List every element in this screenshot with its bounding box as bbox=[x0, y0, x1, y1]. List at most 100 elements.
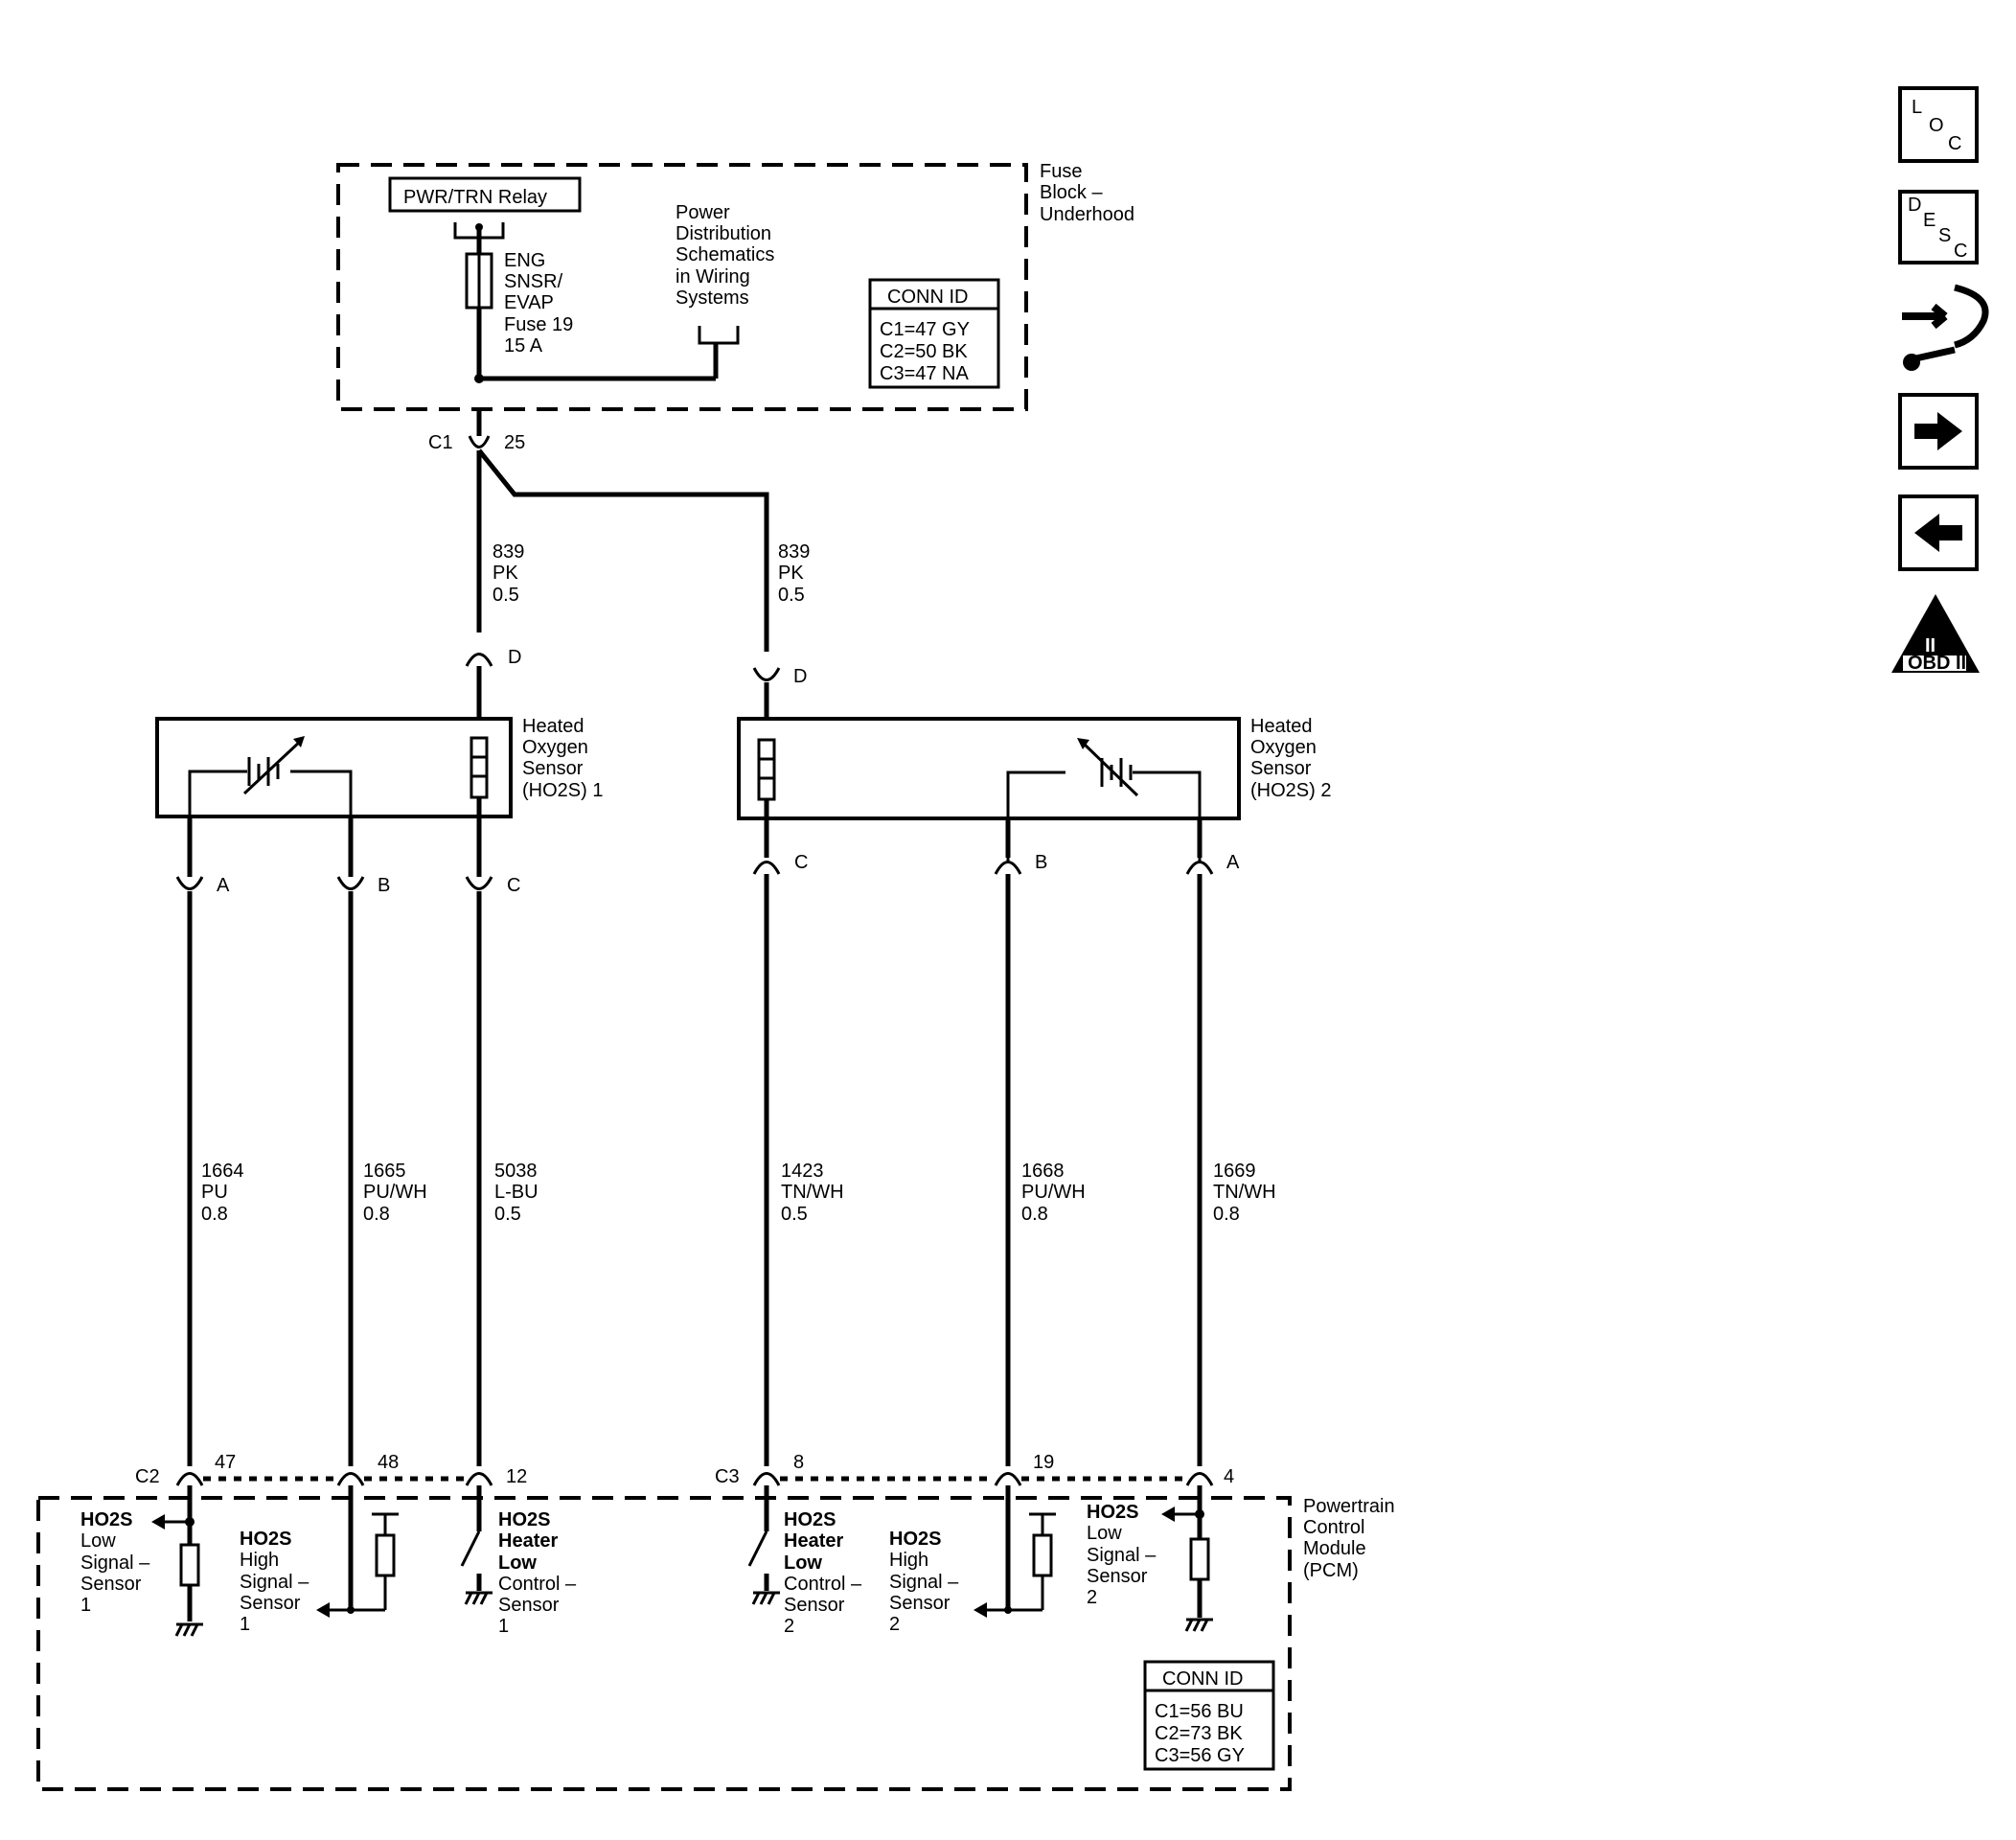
power-distribution-note: Power Distribution Schematics in Wiring … bbox=[676, 202, 780, 309]
pcm-circuit-high-signal-sensor-1: HO2S High Signal – Sensor 1 bbox=[240, 1485, 399, 1635]
sensor-2-pin-b: B bbox=[1035, 852, 1047, 873]
heated-oxygen-sensor-2: Heated Oxygen Sensor (HO2S) 2 C B A bbox=[737, 716, 1331, 875]
sensor-1-pin-c-connector bbox=[465, 876, 493, 890]
wire-label-1669: 1669 TN/WH 0.8 bbox=[1213, 1161, 1281, 1225]
svg-text:C: C bbox=[1954, 241, 1967, 262]
svg-text:D: D bbox=[1908, 195, 1921, 216]
pcm-boundary bbox=[36, 1496, 1292, 1791]
feed-wire-1: 839 PK 0.5 D bbox=[465, 541, 530, 719]
svg-text:S: S bbox=[1938, 225, 1951, 246]
ground-icon bbox=[1184, 1618, 1213, 1632]
nav-toolbar: L O C D E S C II OBD II bbox=[1891, 86, 1989, 674]
sensor-2-pin-b-connector bbox=[994, 861, 1022, 875]
pcm-connector-c2: C2 bbox=[135, 1466, 160, 1487]
wire-label-1423: 1423 TN/WH 0.5 bbox=[781, 1161, 849, 1225]
svg-text:C: C bbox=[1948, 133, 1961, 154]
svg-text:HO2S: HO2S bbox=[1087, 1502, 1138, 1523]
pcm-pin-19: 19 bbox=[1033, 1452, 1054, 1473]
relay-label: PWR/TRN Relay bbox=[403, 187, 547, 208]
pcm-connector-c3: C3 bbox=[715, 1466, 740, 1487]
pcm-signal-arrow-icon bbox=[1161, 1506, 1175, 1522]
sensor-1-label: Heated Oxygen Sensor (HO2S) 1 bbox=[522, 716, 603, 801]
sensor-1-pin-a-connector bbox=[175, 876, 204, 890]
pcm-conn-id-table bbox=[1143, 1660, 1275, 1771]
svg-text:HO2S Heater Lo: HO2S Heater Low bbox=[784, 1509, 849, 1574]
fuse-block-conn-id-header: CONN ID bbox=[887, 287, 968, 308]
pcm-resistor-icon bbox=[1032, 1533, 1053, 1577]
sensor-2-pin-d: D bbox=[793, 666, 807, 687]
sensor-2-label: Heated Oxygen Sensor (HO2S) 2 bbox=[1250, 716, 1331, 801]
feed-wire-color: PK bbox=[493, 563, 518, 584]
fuse-block-conn-id-table bbox=[868, 278, 1000, 389]
pcm-switch-icon bbox=[747, 1530, 768, 1567]
svg-text:Control – Sensor: Control – Sensor 1 bbox=[498, 1574, 582, 1637]
feed-wire-circuit: 839 bbox=[778, 541, 810, 563]
fuse-block-title: Fuse Block – Underhood bbox=[1040, 161, 1134, 225]
wire-label-1665: 1665 PU/WH 0.8 bbox=[363, 1161, 432, 1225]
sensor-2-box bbox=[737, 717, 1241, 820]
svg-text:II: II bbox=[1925, 635, 1936, 656]
wire-label-1668: 1668 PU/WH 0.8 bbox=[1021, 1161, 1090, 1225]
svg-text:Low Signal – S: Low Signal – Sensor 2 bbox=[1087, 1523, 1161, 1608]
sensor-1-pin-b-connector bbox=[336, 876, 365, 890]
sensor-1-pin-d: D bbox=[508, 647, 521, 668]
sensor-1-pin-d-connector bbox=[465, 653, 493, 667]
pcm-pin-48: 48 bbox=[378, 1452, 399, 1473]
sensor-2-variable-cell-icon bbox=[1077, 738, 1139, 797]
sensor-2-pin-c-connector bbox=[752, 861, 781, 875]
pcm-pin-8: 8 bbox=[793, 1452, 804, 1473]
pcm-circuit-heater-control-sensor-1: HO2S Heater Low Control – Sensor 1 bbox=[460, 1485, 582, 1637]
sensor-2-pin-c: C bbox=[794, 852, 808, 873]
pcm-circuit-low-signal-sensor-1: HO2S Low Signal – Sensor 1 bbox=[80, 1485, 203, 1637]
svg-text:839 PK 0.5: 839 PK 0.5 bbox=[493, 541, 530, 606]
connector-repair-icon[interactable] bbox=[1902, 284, 1989, 371]
pcm-signal-arrow-icon bbox=[316, 1602, 330, 1618]
pcm-signal-arrow-icon bbox=[151, 1514, 165, 1530]
feed-wire-circuit: 839 bbox=[493, 541, 524, 563]
ground-icon bbox=[464, 1591, 493, 1605]
description-icon[interactable]: D E S C bbox=[1898, 190, 1979, 264]
svg-text:OBD II: OBD II bbox=[1908, 653, 1966, 674]
pcm-pin-47-connector bbox=[175, 1472, 204, 1486]
pcm-conn-id-header: CONN ID bbox=[1162, 1668, 1243, 1690]
pcm-circuit-low-signal-sensor-2: HO2S Low Signal – Sensor 2 bbox=[1087, 1485, 1213, 1632]
powertrain-control-module: Powertrain Control Module (PCM) HO2S bbox=[36, 1485, 1400, 1791]
svg-text:HO2S: HO2S bbox=[80, 1509, 132, 1530]
sensor-1-pin-a: A bbox=[217, 875, 230, 896]
signal-wire-runs bbox=[187, 874, 1203, 1466]
ground-icon bbox=[174, 1622, 203, 1637]
location-icon[interactable]: L O C bbox=[1898, 86, 1979, 163]
svg-text:L: L bbox=[1912, 97, 1922, 118]
pcm-pin-12-connector bbox=[465, 1472, 493, 1486]
branch-wire-sensor-2 bbox=[477, 448, 769, 652]
feed-wire-gauge: 0.5 bbox=[493, 585, 519, 606]
relay-box bbox=[388, 176, 582, 213]
pcm-signal-arrow-icon bbox=[974, 1602, 987, 1618]
power-distribution-connector bbox=[698, 326, 740, 345]
svg-text:High Signal –: High Signal – Sensor 1 bbox=[240, 1550, 314, 1635]
pcm-pin-48-connector bbox=[336, 1472, 365, 1486]
splice-c1: C1 25 bbox=[428, 409, 769, 652]
wire-label-5038: 5038 L-BU 0.5 bbox=[494, 1161, 543, 1225]
pcm-circuit-high-signal-sensor-2: HO2S High Signal – Sensor 2 bbox=[889, 1485, 1056, 1635]
sensor-2-pin-d-connector bbox=[752, 667, 781, 681]
obd-ii-icon[interactable]: II OBD II bbox=[1891, 594, 1980, 674]
feed-wire-gauge: 0.5 bbox=[778, 585, 805, 606]
splice-pin-label: 25 bbox=[504, 432, 525, 453]
next-arrow-icon[interactable] bbox=[1898, 393, 1979, 470]
sensor-1-variable-cell-icon bbox=[242, 736, 305, 795]
pcm-connectors: C2 C3 47 48 12 8 19 4 bbox=[135, 1452, 1234, 1487]
pcm-resistor-icon bbox=[179, 1543, 200, 1587]
fuse-block-underhood: PWR/TRN Relay ENG SNSR/ EVAP Fuse 19 15 … bbox=[336, 161, 1134, 411]
feed-wire-color: PK bbox=[778, 563, 804, 584]
svg-text:E: E bbox=[1923, 210, 1936, 231]
pcm-pin-12: 12 bbox=[506, 1466, 527, 1487]
svg-text:High Signal –: High Signal – Sensor 2 bbox=[889, 1550, 964, 1635]
pcm-title: Powertrain Control Module (PCM) bbox=[1303, 1496, 1400, 1581]
previous-arrow-icon[interactable] bbox=[1898, 494, 1979, 571]
sensor-2-pin-a-connector bbox=[1185, 861, 1214, 875]
svg-text:HO2S: HO2S bbox=[240, 1529, 291, 1550]
pcm-resistor-icon bbox=[375, 1533, 396, 1577]
svg-text:Low Signal – S: Low Signal – Sensor 1 bbox=[80, 1530, 155, 1616]
